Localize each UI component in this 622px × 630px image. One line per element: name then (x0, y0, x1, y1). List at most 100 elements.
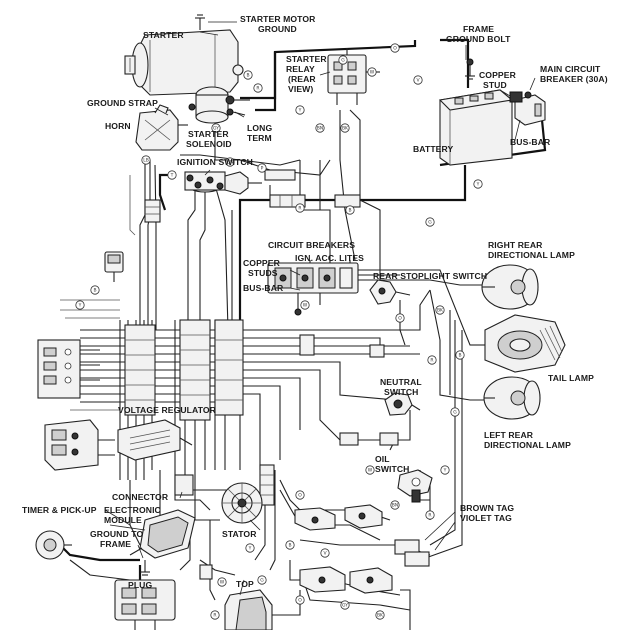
starter-relay (327, 48, 380, 105)
label-tail-lamp: TAIL LAMP (548, 373, 594, 383)
wire-code-text: O (298, 493, 302, 499)
wire-code-marker (210, 610, 220, 620)
labels: STARTER STARTER MOTOR GROUND STARTER R EL… (22, 14, 608, 590)
wire-code-marker (455, 350, 465, 360)
wire-code-text: BN (317, 126, 323, 132)
wire-code-marker (390, 43, 400, 53)
label-stator: STATOR (222, 529, 257, 539)
label-battery: BATTERY (413, 144, 453, 154)
electronic-module (129, 509, 196, 576)
label-ign-acc-lites: IGN. ACC. LITES (295, 253, 364, 263)
wire-code-text: G (428, 220, 432, 226)
frame-ground-bolt (466, 58, 474, 66)
wire-code-text: R (298, 206, 301, 212)
label-ground-to-frame-line2: FRAME (100, 539, 131, 549)
starter-solenoid (188, 86, 250, 124)
wire-code-text: B (288, 543, 291, 549)
label-copper-studs-line2: STUDS (248, 268, 278, 278)
left-connector-top (104, 251, 124, 282)
wire-code-text: B (348, 208, 351, 214)
wire-code-marker (425, 217, 435, 227)
label-starter-relay-line4: VIEW) (288, 84, 313, 94)
wire-code-text: O (398, 316, 402, 322)
wire-code-marker (295, 105, 305, 115)
wire-code-text: T (170, 173, 174, 179)
wire-code-marker (295, 203, 305, 213)
wire-code-marker (253, 83, 263, 93)
label-right-rear-directional-lamp-line2: DIRECTIONAL LAMP (488, 250, 575, 260)
label-right-rear-directional-lamp-line1: RIGHT REAR (488, 240, 543, 250)
voltage-regulator-unit (44, 419, 115, 471)
neutral-switch (384, 392, 421, 416)
label-starter-motor-ground-line1: STARTER MOTOR (240, 14, 316, 24)
label-copper-stud-top-line1: COPPER (479, 70, 517, 80)
right-rear-directional-lamp (481, 264, 539, 310)
wire-code-marker (473, 179, 483, 189)
wire-code-marker (425, 510, 435, 520)
wire-code-text: V (416, 78, 420, 84)
wire-code-text: W (368, 468, 373, 474)
wire-code-marker (450, 407, 460, 417)
label-voltage-regulator: VOLTAGE REGULATOR (118, 405, 217, 415)
label-neutral-switch-line2: SWITCH (384, 387, 419, 397)
wire-code-text: GY (342, 603, 348, 609)
wire-code-marker (315, 123, 325, 133)
wire-code-text: Y (443, 468, 447, 474)
label-electronic-module-line1: ELECTRONIC (104, 505, 161, 515)
wire-code-text: BK (377, 613, 384, 619)
label-electronic-module-line2: MODULE (104, 515, 142, 525)
wire-code-text: B (246, 73, 249, 79)
label-brown-tag: BROWN TAG (460, 503, 514, 513)
wire-code-marker (245, 543, 255, 553)
label-long-term-line2: TERM (247, 133, 272, 143)
label-neutral-switch-line1: NEUTRAL (380, 377, 422, 387)
rear-stoplight-switch (369, 279, 411, 305)
label-left-rear-directional-lamp-line1: LEFT REAR (484, 430, 534, 440)
label-copper-studs-line1: COPPER (243, 258, 281, 268)
label-circuit-breakers: CIRCUIT BREAKERS (268, 240, 355, 250)
wire-code-marker (395, 313, 405, 323)
wire-code-text: Y (476, 182, 480, 188)
wire-code-marker (345, 205, 355, 215)
label-horn: HORN (105, 121, 131, 131)
plug (114, 579, 176, 630)
wire-code-text: G (260, 578, 264, 584)
wire-code-marker (365, 465, 375, 475)
label-ground-to-frame-line1: GROUND TO (90, 529, 143, 539)
wire-code-marker (440, 465, 450, 475)
wire-code-text: W (303, 303, 308, 309)
wire-code-text: GN (227, 160, 234, 166)
label-pointers (104, 21, 536, 596)
wire-code-marker (390, 500, 400, 510)
wire-code-marker (435, 305, 445, 315)
label-top: TOP (236, 579, 254, 589)
wire-code-marker (285, 540, 295, 550)
wire-code-text: R (256, 86, 259, 92)
lower-switches (294, 504, 430, 594)
label-rear-stoplight-switch: REAR STOPLIGHT SWITCH (373, 271, 487, 281)
label-oil-switch-line1: OIL (375, 454, 390, 464)
label-left-rear-directional-lamp-line2: DIRECTIONAL LAMP (484, 440, 571, 450)
label-starter-relay-line3: (REAR (288, 74, 316, 84)
wire-code-text: Y (248, 546, 252, 552)
label-starter-motor-ground-line2: GROUND (258, 24, 297, 34)
wire-code-text: R (213, 613, 216, 619)
left-junction-block (37, 339, 100, 399)
oil-switch (397, 469, 433, 503)
wire-code-marker (141, 155, 151, 165)
wire-code-marker (257, 575, 267, 585)
label-starter: STARTER (143, 30, 184, 40)
wire-code-marker (340, 123, 350, 133)
harness-connectors (124, 169, 399, 580)
label-main-circuit-breaker-line2: BREAKER (30A) (540, 74, 608, 84)
wire-code-text: R (430, 358, 433, 364)
label-long-term-line1: LONG (247, 123, 272, 133)
wire-code-text: Y (78, 303, 82, 309)
ignition-switch (184, 171, 262, 195)
timer-pick-up (35, 530, 72, 560)
label-frame-ground-bolt-line2: GROUND BOLT (446, 34, 511, 44)
wire-code-marker (90, 285, 100, 295)
label-starter-solenoid-line1: STARTER (188, 129, 229, 139)
